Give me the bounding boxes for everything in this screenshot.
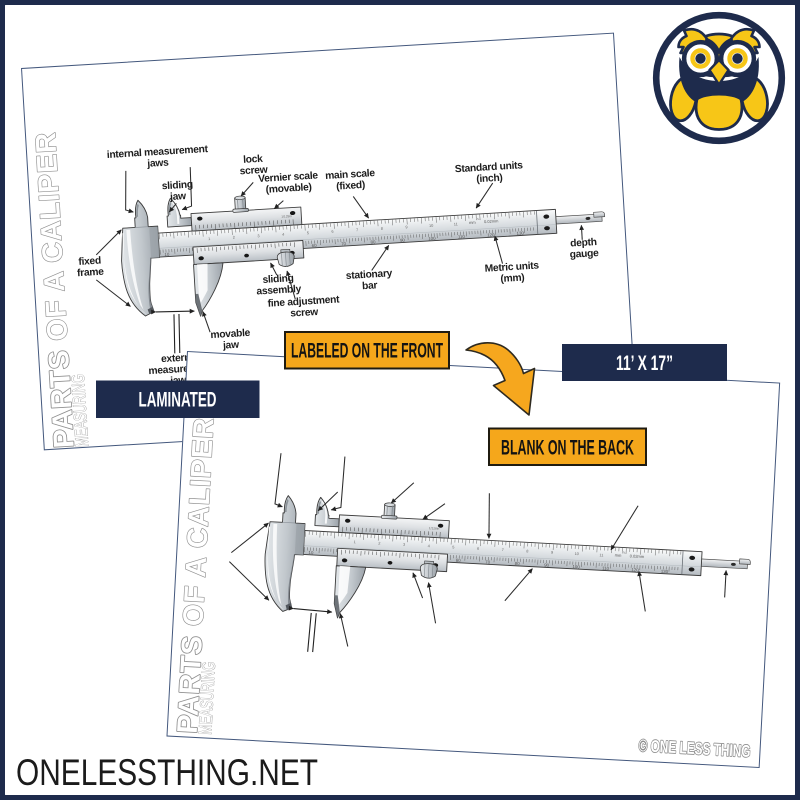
svg-text:3: 3 [403, 543, 405, 547]
svg-text:ONELESSTHING.NET: ONELESSTHING.NET [16, 751, 318, 793]
svg-text:Vernier scale: Vernier scale [258, 170, 319, 185]
svg-text:depth: depth [570, 237, 597, 250]
svg-text:1/128in: 1/128in [281, 214, 292, 219]
svg-text:80: 80 [370, 239, 376, 244]
svg-text:MEASURING: MEASURING [195, 661, 219, 735]
svg-text:60: 60 [456, 558, 462, 563]
svg-text:80: 80 [515, 561, 521, 566]
svg-text:11’ X 17”: 11’ X 17” [616, 351, 673, 375]
svg-text:screw: screw [239, 165, 269, 178]
svg-text:120: 120 [487, 232, 495, 237]
svg-text:130: 130 [661, 569, 669, 574]
svg-text:8: 8 [526, 549, 528, 553]
svg-text:Metric units: Metric units [484, 260, 539, 274]
svg-text:jaws: jaws [146, 158, 169, 170]
svg-text:3: 3 [257, 234, 259, 238]
svg-text:9: 9 [405, 225, 407, 229]
svg-text:6: 6 [477, 547, 479, 551]
svg-text:4: 4 [282, 233, 284, 237]
svg-text:5: 5 [452, 545, 454, 549]
svg-text:70: 70 [485, 559, 491, 564]
svg-text:movable: movable [210, 328, 251, 341]
svg-text:5: 5 [307, 231, 309, 235]
svg-text:stationary: stationary [346, 268, 393, 282]
svg-text:fixed: fixed [78, 256, 101, 268]
svg-text:lock: lock [243, 154, 264, 166]
svg-text:7: 7 [356, 228, 358, 232]
svg-text:fine adjustment: fine adjustment [267, 294, 340, 309]
svg-text:90: 90 [400, 238, 406, 243]
svg-text:(mm): (mm) [500, 273, 525, 285]
svg-text:1: 1 [208, 237, 210, 241]
svg-text:jaw: jaw [222, 340, 241, 352]
svg-text:bar: bar [362, 280, 378, 292]
svg-text:LABELED ON THE FRONT: LABELED ON THE FRONT [291, 339, 443, 363]
svg-text:10: 10 [575, 552, 579, 556]
svg-text:100: 100 [572, 564, 580, 569]
svg-text:0.02mm: 0.02mm [484, 218, 499, 224]
svg-text:90: 90 [544, 563, 550, 568]
svg-text:jaw: jaw [169, 191, 188, 203]
svg-text:11: 11 [454, 222, 458, 226]
svg-text:2: 2 [233, 236, 235, 240]
svg-text:1/128in: 1/128in [429, 526, 440, 531]
svg-text:MEASURING: MEASURING [68, 374, 92, 448]
svg-text:10: 10 [164, 252, 170, 257]
svg-text:9: 9 [551, 551, 553, 555]
svg-text:screw: screw [290, 307, 320, 320]
svg-text:BLANK ON THE BACK: BLANK ON THE BACK [501, 436, 634, 460]
svg-text:6: 6 [331, 230, 333, 234]
svg-text:(movable): (movable) [265, 182, 312, 196]
svg-text:4: 4 [428, 544, 430, 548]
svg-text:1: 1 [354, 540, 356, 544]
svg-text:(fixed): (fixed) [336, 180, 365, 193]
svg-text:frame: frame [77, 267, 105, 280]
svg-text:110: 110 [458, 234, 466, 239]
svg-text:7: 7 [502, 548, 504, 552]
svg-text:60: 60 [312, 243, 318, 248]
svg-text:(inch): (inch) [476, 173, 503, 186]
svg-text:in.: in. [476, 217, 480, 221]
svg-text:70: 70 [341, 241, 347, 246]
svg-text:gauge: gauge [569, 248, 599, 261]
svg-text:130: 130 [516, 230, 524, 235]
svg-text:10: 10 [429, 224, 433, 228]
svg-text:110: 110 [602, 566, 610, 571]
svg-text:mm: mm [469, 220, 477, 225]
svg-text:assembly: assembly [256, 284, 302, 298]
svg-text:sliding: sliding [262, 273, 294, 286]
svg-text:10: 10 [308, 550, 314, 555]
svg-text:Standard units: Standard units [455, 160, 524, 175]
svg-text:sliding: sliding [161, 179, 193, 192]
svg-text:in.: in. [622, 550, 626, 554]
svg-text:2: 2 [378, 541, 380, 545]
svg-text:8: 8 [381, 227, 383, 231]
svg-text:© ONE LESS THING: © ONE LESS THING [638, 736, 751, 761]
svg-text:0.02mm: 0.02mm [630, 553, 645, 559]
svg-text:LAMINATED: LAMINATED [139, 388, 217, 412]
svg-text:11: 11 [599, 553, 603, 557]
svg-text:main scale: main scale [325, 168, 376, 182]
svg-text:100: 100 [428, 236, 436, 241]
svg-text:120: 120 [631, 567, 639, 572]
svg-text:mm: mm [615, 553, 623, 558]
